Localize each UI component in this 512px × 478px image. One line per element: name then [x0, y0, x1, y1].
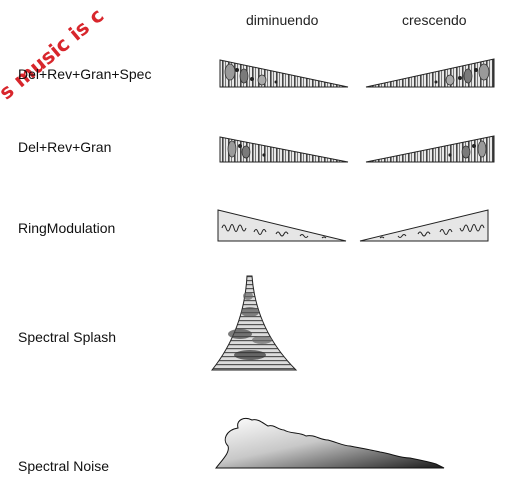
- row1-crescendo-wedge: [365, 58, 495, 88]
- row3-crescendo-wedge: [359, 209, 489, 242]
- row-label-spectral-splash: Spectral Splash: [18, 329, 117, 345]
- row-label-del-rev-gran: Del+Rev+Gran: [18, 139, 112, 155]
- spectral-splash-shape: [210, 275, 298, 371]
- row-label-del-rev-gran-spec: Del+Rev+Gran+Spec: [18, 66, 152, 82]
- row1-diminuendo-wedge: [219, 59, 349, 88]
- row2-diminuendo-wedge: [219, 136, 349, 163]
- row2-crescendo-wedge: [365, 135, 495, 163]
- column-header-diminuendo: diminuendo: [246, 12, 319, 28]
- row-label-ring-modulation: RingModulation: [18, 220, 116, 236]
- column-header-crescendo: crescendo: [402, 12, 467, 28]
- row3-diminuendo-wedge: [217, 209, 347, 242]
- spectral-noise-shape: [214, 417, 445, 469]
- row-label-spectral-noise: Spectral Noise: [18, 458, 110, 474]
